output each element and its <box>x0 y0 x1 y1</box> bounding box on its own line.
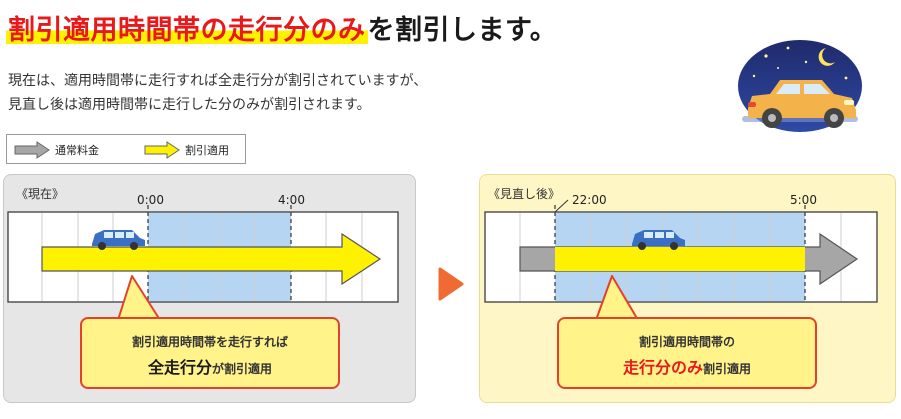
future-label: 《見直し後》 <box>488 187 561 201</box>
headline: 割引適用時間帯の走行分のみ を割引します。 <box>6 2 557 52</box>
current-callout-line1: 割引適用時間帯を走行すれば <box>131 335 288 349</box>
legend-discount-arrow <box>144 141 180 159</box>
future-time-start: 22:00 <box>572 193 607 207</box>
legend-normal-label: 通常料金 <box>55 144 99 157</box>
future-callout-suffix: 割引適用 <box>703 362 752 376</box>
current-callout: 割引適用時間帯を走行すれば 全走行分が割引適用 <box>80 317 340 389</box>
headline-highlight: 割引適用時間帯の走行分のみ <box>6 7 368 47</box>
current-timeline <box>7 205 399 303</box>
next-arrow-icon <box>438 267 464 301</box>
legend: 通常料金 割引適用 <box>6 134 246 164</box>
current-car-icon <box>92 230 145 250</box>
future-callout-emphasis: 走行分のみ <box>622 358 703 377</box>
future-callout-line1: 割引適用時間帯の <box>638 335 735 349</box>
description-line-1: 現在は、適用時間帯に走行すれば全走行分が割引されていますが、 <box>8 73 428 89</box>
future-timeline <box>484 199 878 303</box>
legend-normal-arrow <box>14 141 50 159</box>
current-callout-emphasis: 全走行分 <box>147 358 212 377</box>
legend-discount-label: 割引適用 <box>185 144 229 157</box>
future-callout: 割引適用時間帯の 走行分のみ割引適用 <box>557 317 817 389</box>
headline-rest: を割引します。 <box>367 14 558 46</box>
future-car-icon <box>632 230 685 250</box>
current-time-start: 0:00 <box>137 193 164 207</box>
night-car-icon <box>738 40 862 132</box>
current-callout-suffix: が割引適用 <box>212 362 273 376</box>
description-line-2: 見直し後は適用時間帯に走行した分のみが割引されます。 <box>8 97 371 113</box>
current-discount-arrow <box>41 232 382 286</box>
future-discount-bar <box>555 247 805 271</box>
current-label: 《現在》 <box>16 187 65 201</box>
current-time-end: 4:00 <box>278 193 305 207</box>
future-time-end: 5:00 <box>790 193 817 207</box>
